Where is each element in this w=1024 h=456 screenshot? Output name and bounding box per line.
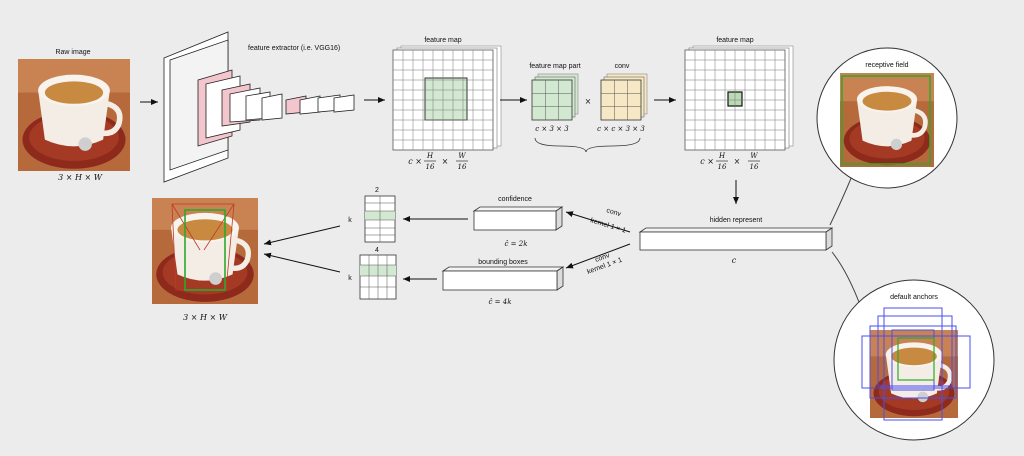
- feature-map-2-title: feature map: [716, 37, 753, 44]
- feature-map-1-title: feature map: [424, 37, 461, 44]
- conf-grid: [364, 195, 396, 243]
- hidden-represent-bar: [638, 227, 834, 251]
- confidence-conv-label-2: kernel 1 × 1: [589, 217, 626, 234]
- hidden-dim: c: [732, 256, 737, 265]
- feature-map-2-w-den: 16: [750, 163, 759, 171]
- raw-image-dims: 3 × H × W: [58, 173, 103, 182]
- output-anchor-overlay: [171, 203, 235, 291]
- feature-extractor-label: feature extractor (i.e. VGG16): [248, 45, 340, 52]
- bubble-tail-anchors: [831, 251, 863, 311]
- feature-map-2-h-den: 16: [718, 163, 727, 171]
- bubble-tail-receptive: [829, 175, 853, 226]
- feature-map-1-h-den: 16: [426, 163, 435, 171]
- feature-map-part-title: feature map part: [529, 63, 580, 70]
- output-bbox: [184, 209, 226, 291]
- bboxes-title: bounding boxes: [478, 259, 528, 266]
- feature-map-1-w: W: [458, 152, 466, 160]
- feature-map-1-times: ×: [442, 157, 449, 166]
- arrow-conf-to-output: [263, 225, 341, 246]
- arrow-hidden-to-confidence: [565, 211, 631, 233]
- multiply-symbol: ×: [585, 97, 592, 106]
- bboxes-conv-label-1: conv: [594, 252, 611, 264]
- arrow-bbox-to-output: [263, 252, 341, 273]
- confidence-bar: [472, 206, 564, 231]
- bboxes-bar: [441, 266, 565, 291]
- feature-extractor-stack: [163, 31, 355, 183]
- receptive-field-box: [841, 75, 931, 165]
- bbox-grid-side-label: k: [348, 275, 352, 282]
- confidence-title: confidence: [498, 196, 532, 203]
- conv-kernel-title: conv: [615, 63, 630, 70]
- feature-map-part-dims: c × 3 × 3: [535, 125, 569, 133]
- conv-kernel: [600, 73, 648, 121]
- default-anchors-title: default anchors: [890, 294, 938, 301]
- feature-map-2: [684, 45, 794, 151]
- raw-image: [18, 59, 130, 171]
- confidence-conv-label-1: conv: [605, 207, 622, 218]
- raw-image-title: Raw image: [55, 49, 90, 56]
- conf-grid-side-label: k: [348, 217, 352, 224]
- brace: [534, 137, 641, 153]
- conf-grid-top-label: 2: [375, 187, 379, 194]
- feature-map-2-times: ×: [734, 157, 741, 166]
- bbox-grid-top-label: 4: [375, 247, 379, 254]
- feature-map-1-h: H: [426, 152, 434, 160]
- feature-map-2-dims-prefix: c ×: [700, 157, 714, 166]
- output-image: [152, 198, 258, 304]
- output-dims: 3 × H × W: [183, 313, 228, 322]
- confidence-dim: ĉ = 2k: [505, 240, 528, 248]
- feature-map-1-highlight: [424, 77, 468, 121]
- conv-kernel-dims: c × c × 3 × 3: [597, 125, 645, 133]
- receptive-field-image: [840, 73, 934, 167]
- arrow-hidden-to-bboxes: [565, 243, 631, 269]
- feature-map-1-dims-prefix: c ×: [408, 157, 422, 166]
- bbox-grid: [359, 254, 397, 300]
- default-anchors-image: [861, 307, 971, 421]
- bboxes-dim: ĉ = 4k: [489, 298, 512, 306]
- hidden-label: hidden represent: [710, 217, 763, 224]
- anchor-gt-box: [897, 337, 935, 381]
- feature-map-part: [531, 73, 579, 121]
- feature-map-2-w: W: [750, 152, 758, 160]
- receptive-field-title: receptive field: [865, 62, 908, 69]
- feature-map-1-w-den: 16: [458, 163, 467, 171]
- feature-map-1: [392, 45, 502, 151]
- feature-map-2-h: H: [718, 152, 726, 160]
